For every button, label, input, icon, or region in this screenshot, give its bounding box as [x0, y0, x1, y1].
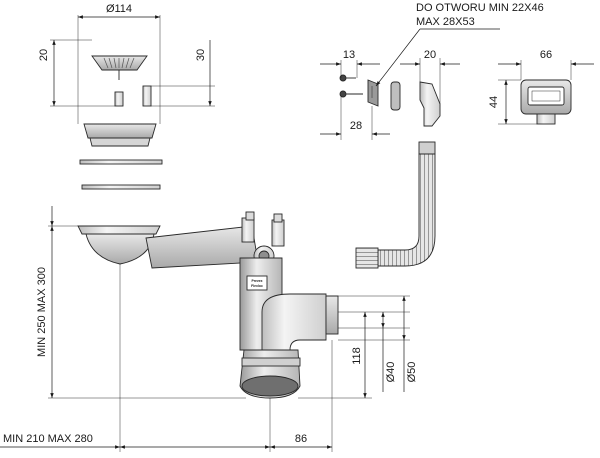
note-hole-line1: DO OTWORU MIN 22X46	[416, 2, 544, 14]
flexible-overflow-hose	[355, 141, 436, 269]
dim-fixing-28: 28	[320, 96, 390, 140]
trap-cap	[241, 375, 299, 397]
strainer-screw-left	[114, 91, 124, 107]
label-range-width: MIN 210 MAX 280	[3, 433, 93, 445]
trap-ring	[241, 357, 301, 367]
label-13: 13	[343, 49, 355, 61]
label-20-clip: 20	[424, 49, 436, 61]
label-height-20: 20	[38, 49, 50, 61]
overflow-opening	[527, 86, 565, 106]
outlet-elbow	[261, 293, 327, 351]
label-d40: Ø40	[385, 362, 397, 383]
dim-clip-20: 20	[400, 49, 460, 104]
label-height-30: 30	[195, 49, 207, 61]
dim-outlet: 118 Ø40 Ø50	[298, 295, 418, 399]
hose-corrugated	[377, 153, 436, 267]
strainer-basket-top	[91, 55, 148, 71]
note-hole-line2: MAX 28X53	[416, 16, 475, 28]
strainer-perforations	[103, 57, 135, 69]
outlet-pipe	[325, 295, 339, 335]
connector-left	[241, 217, 255, 243]
hose-end-fitting	[355, 247, 379, 269]
clip-gasket	[390, 81, 401, 111]
brand-line1: Prevex	[251, 279, 262, 283]
fixing-screws	[339, 74, 379, 107]
brand-line2: Flexloc	[251, 284, 263, 288]
dim-plug-height-30: 30	[151, 40, 215, 107]
strainer-collar	[89, 137, 151, 147]
washer-2	[81, 184, 161, 190]
overflow-spigot	[536, 113, 556, 125]
overflow-clip	[390, 81, 441, 127]
dim-overflow-44: 44	[488, 79, 537, 125]
siphon-assembly: Prevex Flexloc	[77, 211, 339, 399]
hole-note: DO OTWORU MIN 22X46 MAX 28X53	[375, 2, 544, 87]
label-118: 118	[351, 347, 363, 365]
label-d50: Ø50	[406, 362, 418, 383]
basket-strainer	[79, 55, 163, 190]
clip-body	[419, 81, 441, 127]
hose-top-fitting	[418, 141, 436, 155]
dim-bottom: MIN 210 MAX 280 86	[0, 264, 333, 452]
strainer-flange	[83, 123, 157, 139]
overflow-cover	[520, 79, 572, 125]
label-66: 66	[540, 49, 552, 61]
label-diameter-114: Ø114	[106, 3, 132, 15]
label-28: 28	[350, 120, 362, 132]
label-range-height: MIN 250 MAX 300	[36, 267, 48, 357]
strainer-screw-right	[142, 85, 152, 107]
dim-fixing-13: 13	[320, 49, 380, 78]
connector-right	[271, 219, 285, 247]
washer-1	[79, 159, 163, 165]
dim-strainer-height-20: 20	[38, 39, 115, 107]
dim-range-height: MIN 250 MAX 300	[36, 206, 246, 399]
brand-plate	[246, 275, 268, 291]
dim-overflow-66: 66	[498, 49, 594, 80]
clamp-plate	[367, 79, 379, 107]
label-86: 86	[295, 433, 307, 445]
siphon-strainer-bowl	[85, 233, 155, 265]
siphon-strainer-flange	[77, 225, 161, 235]
label-44: 44	[488, 96, 500, 108]
